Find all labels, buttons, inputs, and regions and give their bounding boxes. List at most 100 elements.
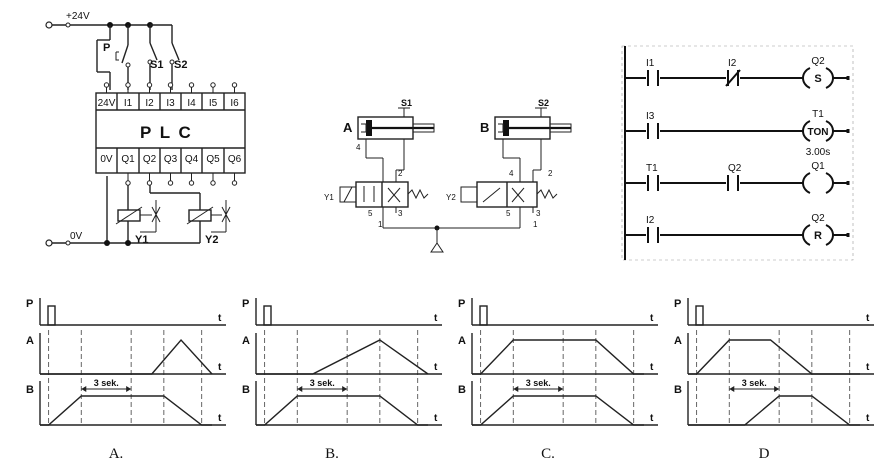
svg-text:t: t xyxy=(866,413,870,424)
svg-text:4: 4 xyxy=(356,143,361,152)
ladder-coil-label: Q2 xyxy=(811,213,825,224)
signal-a-label: A xyxy=(242,335,250,347)
option-caption: D xyxy=(759,446,770,462)
ladder-contact-label: T1 xyxy=(646,163,658,174)
svg-text:t: t xyxy=(866,313,870,324)
ladder-contact-label: I2 xyxy=(728,58,737,69)
signal-b-label: B xyxy=(674,384,682,396)
ladder-rung: I1 I2S Q2 xyxy=(625,56,850,89)
signal-a-label: A xyxy=(26,335,34,347)
valve-y2-label: Y2 xyxy=(446,193,456,202)
air-supply-icon xyxy=(430,242,444,253)
svg-text:3: 3 xyxy=(536,209,541,218)
svg-text:1: 1 xyxy=(378,220,383,229)
ground-label: 0V xyxy=(70,231,83,242)
plc-title: P L C xyxy=(140,123,193,142)
plc-output-0: 0V xyxy=(100,154,113,165)
plc-output-4: Q4 xyxy=(185,154,199,165)
signal-a-label: A xyxy=(458,335,466,347)
waveform-b xyxy=(256,395,428,426)
plc-output-5: Q5 xyxy=(206,154,220,165)
plc-output-1: Q1 xyxy=(121,154,135,165)
svg-text:5: 5 xyxy=(368,209,373,218)
svg-text:t: t xyxy=(434,362,438,373)
svg-text:4: 4 xyxy=(509,169,514,178)
supply-label: +24V xyxy=(66,11,90,22)
ladder-contact-label: Q2 xyxy=(728,163,742,174)
ladder-coil-label: Q1 xyxy=(811,161,825,172)
delay-label: 3 sek. xyxy=(526,378,551,388)
ladder-timer-param: 3.00s xyxy=(806,147,830,158)
ladder-coil-type: TON xyxy=(808,127,829,138)
cylinder-b-label: B xyxy=(480,120,489,135)
ladder-rung: T1 Q2 Q1 xyxy=(625,161,850,194)
plc-output-2: Q2 xyxy=(143,154,157,165)
waveform-b xyxy=(688,395,860,426)
svg-text:t: t xyxy=(218,313,222,324)
ladder-rung: I2R Q2 xyxy=(625,213,850,246)
svg-text:1: 1 xyxy=(533,220,538,229)
signal-b-label: B xyxy=(242,384,250,396)
plc-input-4: I4 xyxy=(187,98,196,109)
svg-text:5: 5 xyxy=(506,209,511,218)
coil-y2-label: Y2 xyxy=(205,234,218,246)
delay-label: 3 sek. xyxy=(310,378,335,388)
signal-b-label: B xyxy=(26,384,34,396)
signal-b-label: B xyxy=(458,384,466,396)
ladder-coil-type: S xyxy=(814,73,821,85)
switch-s2-label: S2 xyxy=(174,59,187,71)
sensor-s2-label: S2 xyxy=(538,98,549,108)
coil-y1-label: Y1 xyxy=(135,234,148,246)
switch-p-label: P xyxy=(103,42,110,54)
supply-terminal xyxy=(45,21,53,29)
switch-s1-label: S1 xyxy=(150,59,163,71)
ladder-contact-label: I1 xyxy=(646,58,655,69)
delay-label: 3 sek. xyxy=(742,378,767,388)
waveform-b xyxy=(40,395,212,426)
ladder-coil-label: Q2 xyxy=(811,56,825,67)
plc-input-0: 24V xyxy=(98,98,116,109)
svg-text:t: t xyxy=(434,413,438,424)
waveform-a xyxy=(472,339,644,375)
signal-p-label: P xyxy=(26,298,33,310)
signal-p-label: P xyxy=(674,298,681,310)
svg-text:t: t xyxy=(866,362,870,373)
ladder-contact-label: I3 xyxy=(646,111,655,122)
svg-text:t: t xyxy=(650,362,654,373)
svg-text:t: t xyxy=(218,362,222,373)
plc-input-3: I3 xyxy=(166,98,175,109)
plc-wiring-diagram: +24V P S1 S2 P xyxy=(45,11,246,247)
svg-text:2: 2 xyxy=(398,169,403,178)
svg-text:3: 3 xyxy=(398,209,403,218)
waveform-a xyxy=(688,339,860,375)
valve-y1-label: Y1 xyxy=(324,193,334,202)
sensor-s1-label: S1 xyxy=(401,98,412,108)
plc-output-6: Q6 xyxy=(228,154,242,165)
ladder-coil-label: T1 xyxy=(812,109,824,120)
plc-input-1: I1 xyxy=(124,98,133,109)
plc-input-2: I2 xyxy=(145,98,154,109)
signal-p-label: P xyxy=(458,298,465,310)
plc-input-6: I6 xyxy=(230,98,239,109)
signal-p-label: P xyxy=(242,298,249,310)
ladder-coil-type: R xyxy=(814,230,822,242)
ladder-contact-label: I2 xyxy=(646,215,655,226)
waveform-b xyxy=(472,395,644,426)
option-caption: A. xyxy=(109,446,124,462)
svg-text:t: t xyxy=(434,313,438,324)
delay-label: 3 sek. xyxy=(94,378,119,388)
plc-output-3: Q3 xyxy=(164,154,178,165)
svg-text:t: t xyxy=(650,413,654,424)
plc-input-5: I5 xyxy=(209,98,218,109)
svg-text:t: t xyxy=(218,413,222,424)
svg-text:t: t xyxy=(650,313,654,324)
cylinder-a-label: A xyxy=(343,120,353,135)
